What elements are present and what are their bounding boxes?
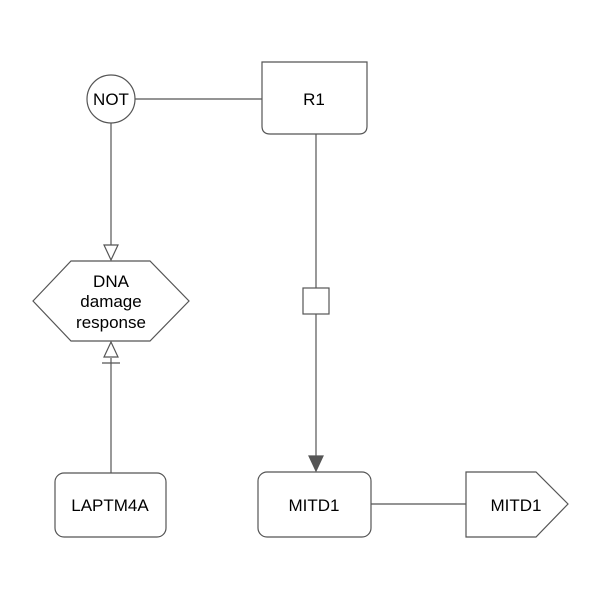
mitd1-node[interactable]: MITD1 [257,471,372,538]
dna-label-line-1: DNA [93,272,130,291]
edges [102,98,466,505]
production-arrowhead [308,455,324,473]
dna-label-line-2: damage [80,292,141,311]
not-circle [86,74,136,124]
not-label: NOT [93,90,129,109]
r1-label: R1 [303,90,325,109]
dna-label-line-3: response [76,313,146,332]
r1-node[interactable]: R1 [261,61,368,135]
laptm4a-node[interactable]: LAPTM4A [54,472,167,538]
mitd1-output-label: MITD1 [491,496,542,515]
stimulation-arrowhead-bottom [103,340,119,358]
mitd1-box [257,471,372,538]
laptm4a-box [54,472,167,538]
dna-hexagon [32,260,190,342]
mitd1-output-node[interactable]: MITD1 [465,471,569,538]
stimulation-arrowhead-top [103,244,119,262]
process-node [302,287,330,315]
laptm4a-label: LAPTM4A [71,496,149,515]
not-node[interactable]: NOT [86,74,136,124]
mitd1-output-tag [465,471,569,538]
r1-shape [261,61,368,135]
dna-damage-response-node[interactable]: DNA damage response [32,260,190,342]
mitd1-label: MITD1 [289,496,340,515]
